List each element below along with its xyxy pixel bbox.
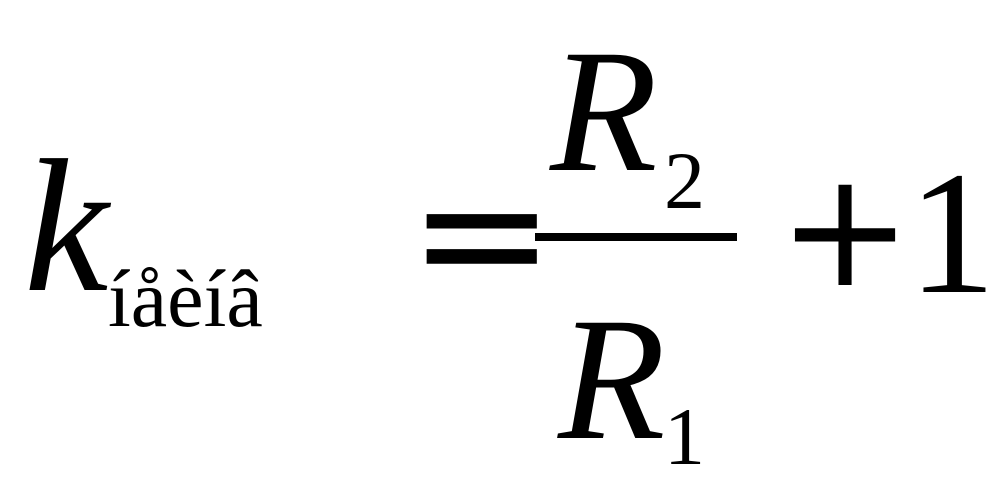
subscript-text: íåèíâ — [108, 253, 263, 344]
denominator-variable: R — [558, 282, 666, 477]
fraction-bar — [535, 233, 737, 241]
variable-k: k — [24, 122, 109, 332]
constant-one: 1 — [908, 136, 996, 331]
equals-sign: = — [408, 131, 556, 336]
numerator-variable: R — [550, 14, 658, 209]
numerator-subscript: 2 — [664, 135, 705, 226]
plus-sign: + — [778, 136, 913, 323]
denominator-subscript: 1 — [664, 391, 705, 482]
